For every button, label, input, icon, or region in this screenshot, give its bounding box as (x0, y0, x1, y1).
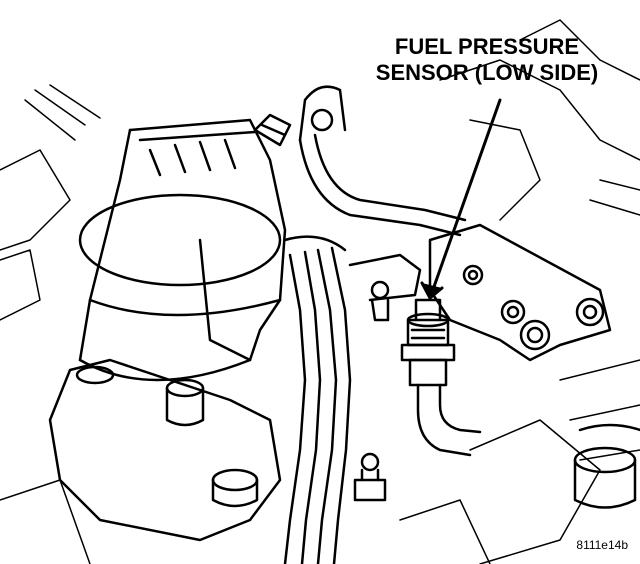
mounting-bracket (48, 358, 282, 542)
fuel-lines-bundle (283, 235, 352, 564)
lower-bolt (353, 452, 387, 502)
bent-fuel-tube (298, 85, 467, 237)
lower-right-component (573, 423, 640, 509)
figure-id: 8111e14b (576, 538, 628, 552)
callout-line-2: SENSOR (LOW SIDE) (375, 60, 599, 85)
fuel-filter-housing (78, 118, 287, 382)
sensor-callout-label: FUEL PRESSURE SENSOR (LOW SIDE) (352, 34, 622, 86)
sensor-hose (416, 383, 482, 457)
right-mounting-plate (428, 223, 612, 362)
callout-leader (420, 98, 502, 300)
fuel-pressure-sensor (400, 298, 456, 387)
line-junction (348, 253, 422, 322)
callout-line-1: FUEL PRESSURE (394, 34, 580, 59)
tube-fitting (253, 113, 292, 147)
engine-block-background (0, 19, 640, 564)
